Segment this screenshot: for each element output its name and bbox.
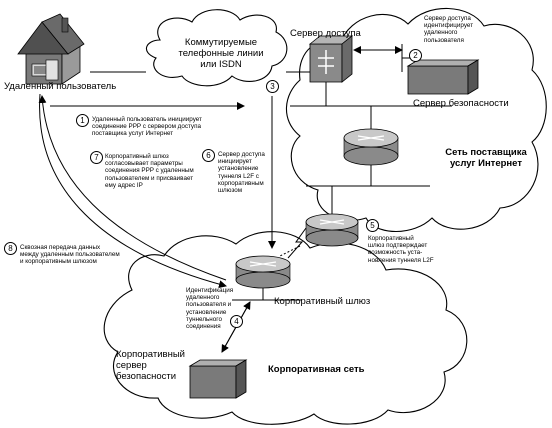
pstn-label: Коммутируемые телефонные линии или ISDN	[178, 37, 264, 70]
security-server-label: Сервер безопасности	[413, 98, 509, 109]
step-2-number: 2	[409, 49, 422, 62]
step-6-text: Сервер доступа инициирует установление т…	[218, 151, 265, 195]
step-6-number: 6	[202, 149, 215, 162]
flow-arrows	[38, 46, 403, 353]
house-icon	[17, 13, 85, 85]
isp-router-icon	[343, 128, 399, 166]
step-4-text: Идентификация удаленного пользователя и …	[186, 287, 234, 331]
step-1-text: Удаленный пользователь инициирует соедин…	[92, 116, 202, 138]
corp-security-server-icon	[188, 359, 248, 399]
step-5-number: 5	[366, 219, 379, 232]
step-7-text: Корпоративный шлюз согласовывает парамет…	[105, 153, 194, 189]
pstn-cloud	[145, 9, 288, 87]
network-links	[90, 44, 452, 301]
step-3-number: 3	[266, 80, 279, 93]
corp-network-label: Корпоративная сеть	[268, 364, 365, 375]
access-server-label: Сервер доступа	[290, 28, 361, 39]
isp-network-label: Сеть поставщика услуг Интернет	[445, 147, 527, 169]
corp-gateway-icon	[235, 255, 291, 289]
step-8-text: Сквозная передача данных между удаленным…	[20, 244, 120, 266]
remote-user-label: Удаленный пользователь	[4, 81, 117, 92]
isp-security-server-icon	[406, 59, 480, 95]
corp-gateway-label: Корпоративный шлюз	[274, 296, 371, 307]
isp-border-router-icon	[305, 213, 359, 247]
corp-security-server-label: Корпоративный сервер безопасности	[116, 349, 185, 382]
step-1-number: 1	[76, 114, 89, 127]
access-server-icon	[308, 35, 354, 83]
step-8-number: 8	[4, 242, 17, 255]
step-4-number: 4	[230, 315, 243, 328]
step-5-text: Корпоративный шлюз подтверждает возможно…	[368, 235, 434, 264]
step-2-text: Сервер доступа идентифицирует удаленного…	[424, 15, 474, 44]
step-7-number: 7	[90, 151, 103, 164]
